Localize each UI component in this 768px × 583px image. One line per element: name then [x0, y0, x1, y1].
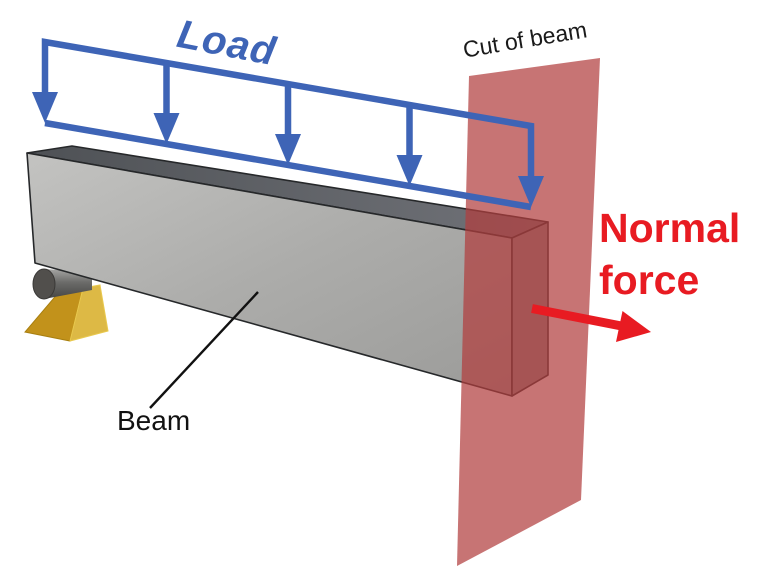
- load-arrow-3-head-icon: [275, 134, 301, 165]
- load-arrow-5-head-icon: [518, 176, 544, 207]
- cut-plane: [457, 58, 600, 566]
- normal-force-label: Normal force: [599, 202, 740, 306]
- normal-force-label-line1: Normal: [599, 205, 741, 251]
- support-wedge-side-face: [69, 284, 109, 342]
- roller-cylinder-body: [44, 269, 92, 299]
- normal-force-label-line2: force: [599, 257, 700, 303]
- beam-label-leader-line: [149, 291, 259, 409]
- normal-force-arrow-head-icon: [616, 311, 651, 342]
- load-arrow-1-head-icon: [32, 92, 58, 123]
- beam-label: Beam: [117, 405, 191, 436]
- normal-force-arrow: [531, 304, 651, 342]
- load-arrow-2-head-icon: [153, 113, 180, 144]
- load-arrow-4-head-icon: [396, 155, 423, 186]
- roller-cylinder-end-icon: [32, 268, 56, 300]
- distributed-load: [32, 38, 544, 211]
- roller-support: [24, 268, 109, 342]
- normal-force-arrow-shaft: [531, 304, 625, 331]
